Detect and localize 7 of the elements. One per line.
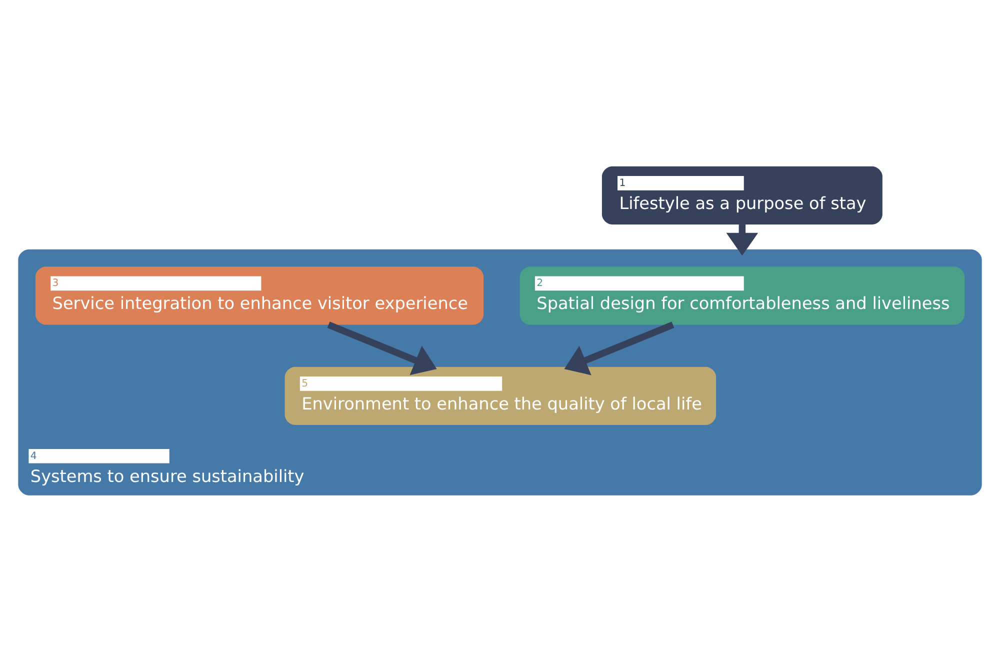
arrow [327, 321, 437, 375]
node-box: 3 Service integration to enhance visitor experience [35, 266, 484, 324]
node-box: 1 Lifestyle as a purpose of stay [602, 166, 882, 224]
node-box: 2 Spatial design for comfortableness and liveliness [520, 266, 965, 324]
arrow [564, 321, 674, 375]
arrow [726, 224, 758, 256]
node-box: 5 Environment to enhance the quality of local life [284, 366, 716, 424]
